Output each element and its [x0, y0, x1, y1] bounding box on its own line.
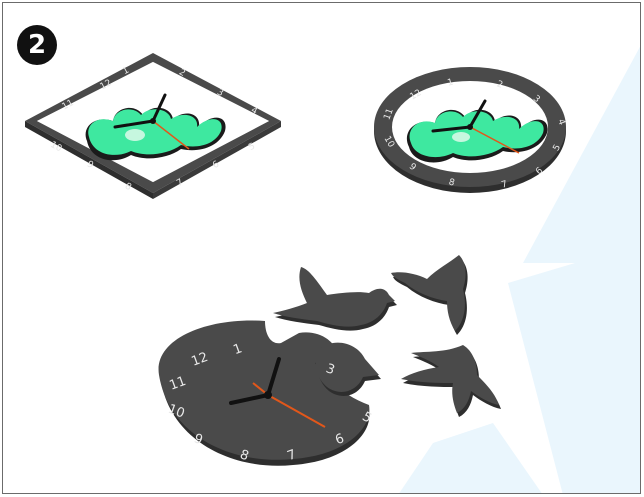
birds-clock: 12 1 3 5 6 7 8 9 10 11 — [3, 3, 641, 494]
bird-2-icon — [391, 255, 468, 335]
bird-3-icon — [401, 345, 501, 417]
bird-1-icon — [273, 267, 397, 331]
